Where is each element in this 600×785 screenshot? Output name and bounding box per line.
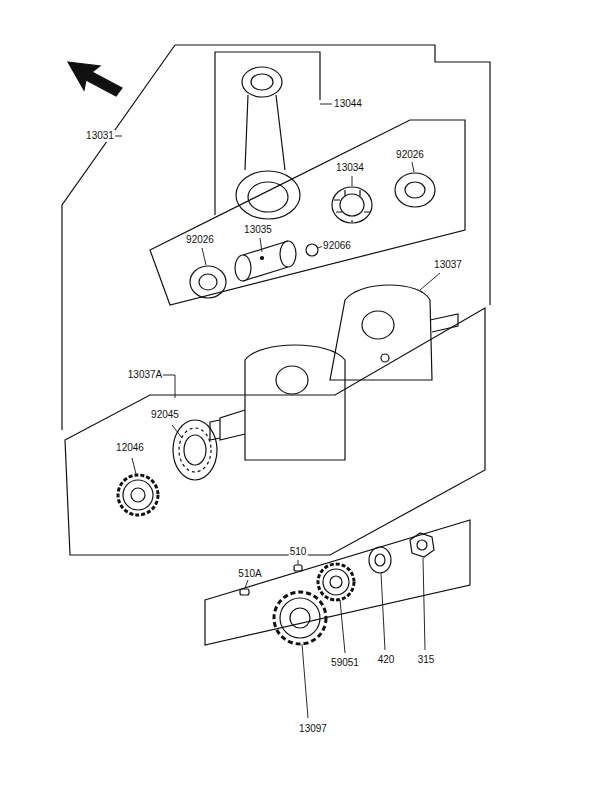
callout-number: 510A (237, 568, 262, 580)
needle-bearing (332, 187, 372, 223)
group-outline (65, 308, 485, 555)
gear (274, 592, 326, 644)
leader-lines (114, 104, 440, 718)
callout-number: 59051 (330, 657, 360, 669)
callout-number: 12046 (115, 442, 145, 454)
callout-number: 13034 (335, 162, 365, 174)
direction-arrow (68, 62, 122, 96)
thrust-washer (405, 182, 425, 198)
thrust-washer (199, 274, 217, 290)
gear (118, 475, 158, 515)
nut (410, 533, 434, 557)
thrust-washer (395, 173, 435, 207)
ball-bearing (173, 420, 217, 480)
group-outline (205, 520, 470, 645)
crank-pin (235, 241, 296, 281)
callout-number: 13031 (85, 130, 115, 142)
group-outline (215, 52, 320, 215)
thrust-washer (190, 266, 226, 298)
crank-web (210, 345, 345, 460)
key (240, 589, 249, 595)
callout-number: 315 (417, 654, 436, 666)
callout-number: 510 (289, 546, 308, 558)
washer (369, 547, 391, 573)
connecting-rod (236, 67, 300, 219)
group-outline (62, 45, 175, 430)
callout-number: 13044 (333, 98, 363, 110)
callout-number: 13037A (127, 369, 163, 381)
callout-number: 13037 (433, 259, 463, 271)
group-outline (150, 120, 465, 305)
ball (306, 244, 318, 256)
callout-number: 13035 (243, 224, 273, 236)
callout-number: 13097 (298, 723, 328, 735)
callout-number: 92026 (185, 234, 215, 246)
washer (375, 554, 385, 566)
callout-number: 420 (377, 654, 396, 666)
key (294, 565, 302, 571)
callout-number: 92045 (150, 409, 180, 421)
group-outline (175, 45, 490, 305)
gear (318, 564, 354, 600)
callout-number: 92066 (322, 240, 352, 252)
crank-web (330, 285, 458, 380)
callout-number: 92026 (395, 149, 425, 161)
